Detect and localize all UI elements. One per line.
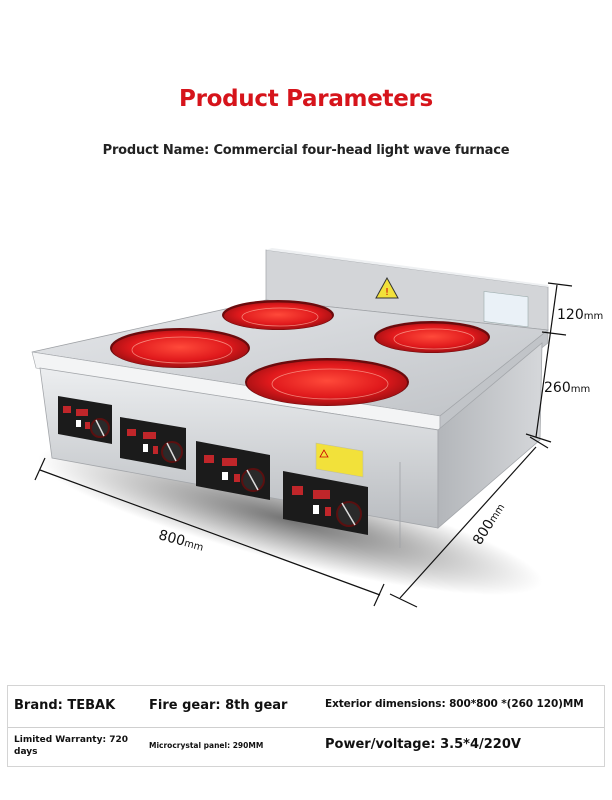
svg-text:!: ! (385, 287, 389, 298)
spec-row: Brand: TEBAK Fire gear: 8th gear Exterio… (8, 686, 604, 728)
burner-front (245, 358, 409, 406)
product-image: ! (0, 230, 612, 630)
control-panel-2 (120, 417, 186, 470)
product-name: Product Name: Commercial four-head light… (102, 143, 510, 158)
spec-warranty: Limited Warranty: 720 days (14, 735, 128, 757)
dimension-lines (34, 282, 573, 608)
control-panel-3 (196, 441, 270, 500)
burner-right (374, 321, 490, 353)
spec-brand: Brand: TEBAK (14, 698, 116, 713)
spec-exterior-dimensions: Exterior dimensions: 800*800 *(260 120)M… (325, 698, 584, 710)
burner-back (222, 300, 334, 330)
spec-row: Limited Warranty: 720 days Microcrystal … (8, 728, 604, 766)
stove-illustration: ! (31, 248, 573, 608)
control-panel-4 (283, 471, 368, 535)
page-title: Product Parameters (179, 86, 433, 112)
warning-label (315, 442, 364, 478)
warning-triangle-icon: ! (375, 276, 399, 299)
burner-left (110, 328, 250, 368)
dimension-label-height: 260mm (544, 380, 591, 396)
control-panel-1 (58, 396, 112, 444)
spec-microcrystal-panel: Microcrystal panel: 290MM (149, 741, 264, 750)
spec-fire-gear: Fire gear: 8th gear (149, 698, 288, 713)
spec-table: Brand: TEBAK Fire gear: 8th gear Exterio… (7, 685, 605, 767)
spec-power-voltage: Power/voltage: 3.5*4/220V (325, 737, 521, 752)
dimension-label-backsplash: 120mm (557, 307, 604, 323)
